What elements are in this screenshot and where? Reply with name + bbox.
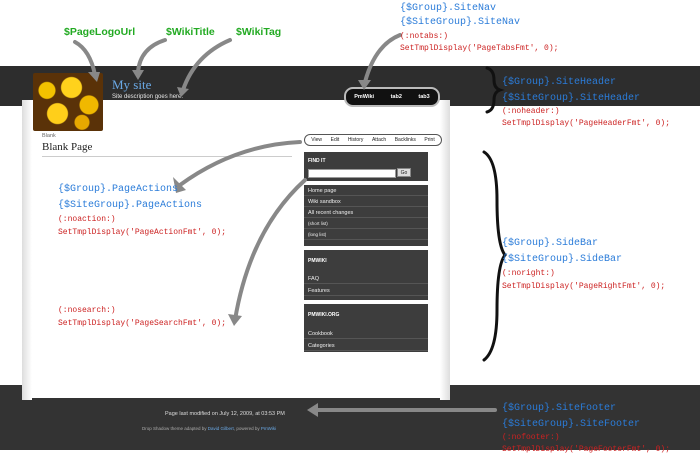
annotation-logo-url: $PageLogoUrl [64, 26, 136, 38]
sidebar-separator [304, 181, 428, 185]
page-actions-bar: View Edit History Attach Backlinks Print [304, 134, 442, 146]
annotation-siteheader-group: {$Group}.SiteHeader [502, 77, 617, 88]
sidebar-item-features[interactable]: Features [304, 286, 428, 296]
action-edit[interactable]: Edit [330, 137, 340, 143]
action-history[interactable]: History [347, 137, 364, 143]
annotation-sitefooter-group: {$Group}.SiteFooter [502, 403, 617, 414]
action-attach[interactable]: Attach [371, 137, 387, 143]
annotation-sitenav-sitegroup: {$SiteGroup}.SiteNav [400, 17, 521, 28]
page-title: Blank Page [42, 141, 93, 153]
sidebar-item-categories[interactable]: Categories [304, 341, 428, 351]
annotation-sidebar-group: {$Group}.SideBar [502, 238, 599, 249]
sidebar-heading-pmwikiorg: PMWIKI.ORG [308, 312, 340, 318]
title-divider [42, 156, 292, 157]
sidebar-separator [304, 246, 428, 250]
action-backlinks[interactable]: Backlinks [394, 137, 416, 143]
sidebar-item-sandbox[interactable]: Wiki sandbox [304, 197, 428, 207]
sidebar-item-long-list[interactable]: (long list) [304, 230, 428, 240]
annotation-sitefooter-setting: SetTmplDisplay('PageFooterFmt', 0); [502, 445, 671, 454]
annotation-pageactions-group: {$Group}.PageActions [58, 184, 179, 195]
annotation-sitenav-notabs: (:notabs:) [400, 32, 449, 41]
action-print[interactable]: Print [424, 137, 435, 143]
search-input[interactable] [308, 169, 396, 178]
sidebar-item-faq[interactable]: FAQ [304, 274, 428, 284]
site-nav-tabs: PmWiki tab2 tab3 [344, 87, 440, 107]
sidebar-heading-pmwiki: PMWIKI [308, 258, 327, 264]
footer-pmwiki-link[interactable]: PmWiki [260, 426, 277, 431]
footer-author-link[interactable]: David Gilbert [207, 426, 234, 431]
site-title-link[interactable]: My site [112, 77, 152, 92]
footer-last-modified: Page last modified on July 12, 2009, at … [165, 411, 285, 417]
annotation-sidebar-setting: SetTmplDisplay('PageRightFmt', 0); [502, 282, 666, 291]
sidebar [304, 152, 428, 352]
annotation-wiki-title: $WikiTitle [166, 26, 215, 38]
sidebar-separator [304, 300, 428, 304]
footer-credit-mid: , powered by [233, 426, 261, 431]
sidebar-item-cookbook[interactable]: Cookbook [304, 329, 428, 339]
footer-credit: Drop Shadow theme adapted by David Gilbe… [142, 426, 276, 431]
annotation-pageactions-noaction: (:noaction:) [58, 215, 116, 224]
annotation-pageactions-setting: SetTmplDisplay('PageActionFmt', 0); [58, 228, 227, 237]
sidebar-item-recent-changes[interactable]: All recent changes [304, 208, 428, 218]
page-shadow-left [22, 100, 32, 400]
annotation-search-nosearch: (:nosearch:) [58, 306, 116, 315]
annotation-siteheader-sitegroup: {$SiteGroup}.SiteHeader [502, 93, 641, 104]
tab-tab2[interactable]: tab2 [390, 94, 402, 100]
annotation-sitenav-group: {$Group}.SiteNav [400, 3, 497, 14]
tab-tab3[interactable]: tab3 [418, 94, 430, 100]
annotation-search-setting: SetTmplDisplay('PageSearchFmt', 0); [58, 319, 227, 328]
annotation-sitefooter-sitegroup: {$SiteGroup}.SiteFooter [502, 419, 641, 430]
annotation-siteheader-setting: SetTmplDisplay('PageHeaderFmt', 0); [502, 119, 671, 128]
site-logo[interactable] [33, 73, 103, 131]
site-tagline: Site description goes here. [112, 94, 184, 100]
breadcrumb[interactable]: Blank [42, 133, 56, 139]
tab-pmwiki[interactable]: PmWiki [354, 94, 375, 100]
annotation-sitefooter-nofooter: (:nofooter:) [502, 433, 560, 442]
go-button[interactable]: Go [397, 168, 411, 177]
annotation-siteheader-noheader: (:noheader:) [502, 107, 560, 116]
annotation-pageactions-sitegroup: {$SiteGroup}.PageActions [58, 200, 203, 211]
action-view[interactable]: View [311, 137, 323, 143]
annotation-wiki-tag: $WikiTag [236, 26, 282, 38]
annotation-sidebar-noright: (:noright:) [502, 269, 555, 278]
annotation-sitenav-setting: SetTmplDisplay('PageTabsFmt', 0); [400, 44, 559, 53]
sidebar-item-home[interactable]: Home page [304, 186, 428, 196]
find-it-label: FIND IT [308, 158, 326, 164]
page-shadow-right [440, 100, 450, 400]
footer-credit-prefix: Drop Shadow theme adapted by [142, 426, 208, 431]
sidebar-item-short-list[interactable]: (short list) [304, 219, 428, 229]
annotation-sidebar-sitegroup: {$SiteGroup}.SideBar [502, 254, 623, 265]
